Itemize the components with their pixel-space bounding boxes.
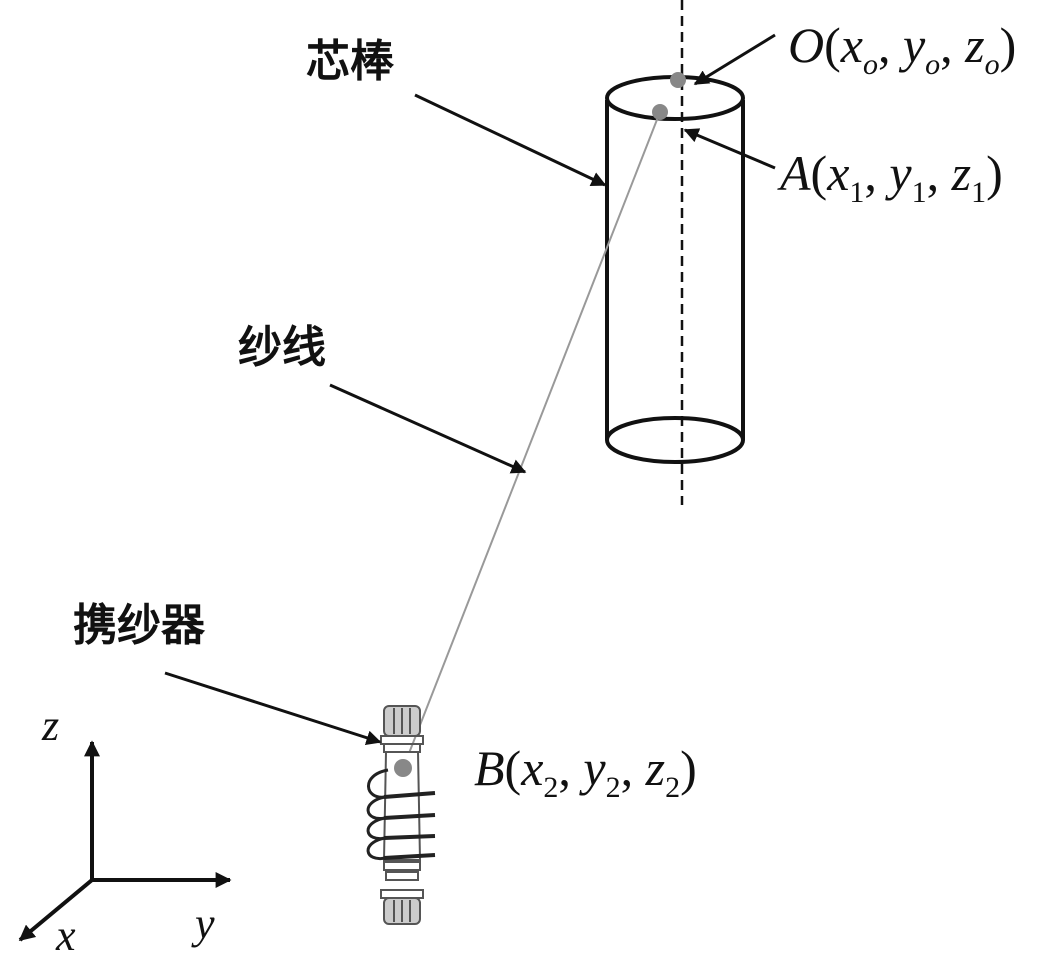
point-a-label: A(x1, y1, z1) [777, 145, 1003, 209]
carrier-arrow [164, 671, 382, 746]
yarn-carrier-icon [366, 705, 436, 925]
core-rod-label: 芯棒 [306, 36, 395, 87]
yarn-label: 纱线 [238, 322, 326, 373]
point-o-arrow [693, 33, 776, 86]
point-a-arrow [683, 128, 776, 170]
point-o [670, 72, 686, 88]
x-axis [18, 878, 94, 942]
point-b-label: B(x2, y2, z2) [474, 740, 697, 804]
core-rod-arrow [414, 93, 607, 187]
point-o-label: O(xo, yo, zo) [788, 17, 1016, 81]
point-a [652, 104, 668, 120]
z-axis-label: z [41, 701, 59, 750]
y-axis-label: y [191, 899, 215, 948]
x-axis-label: x [55, 911, 76, 957]
yarn-arrow [329, 383, 527, 474]
coordinate-axes: z y x [18, 701, 232, 957]
yarn-line [403, 111, 661, 767]
rod-bottom-ellipse [605, 416, 745, 464]
carrier-label: 携纱器 [73, 600, 206, 651]
